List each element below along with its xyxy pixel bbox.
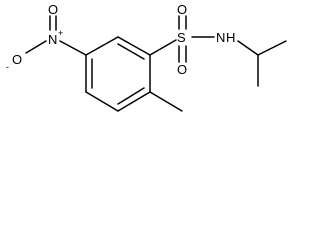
ring-bond (117, 91, 151, 112)
sulfonyl-o-bottom-label: O (177, 62, 187, 77)
ring-bond (117, 36, 151, 56)
ring-to-nitro-bond (59, 40, 87, 56)
isopropylamino-group: N H (191, 30, 287, 87)
nitro-n-o-single-bond (25, 40, 47, 54)
nitro-o-left-label: O (12, 52, 22, 67)
nitro-o-charge: - (6, 62, 9, 72)
ring-bond (85, 36, 119, 56)
ring-bond (85, 91, 119, 112)
benzene-ring (85, 36, 151, 112)
amide-h-label: H (226, 30, 235, 45)
sulfur-label: S (177, 30, 186, 45)
ring-to-sulfur-bond (149, 39, 177, 56)
amide-n-label: N (216, 30, 225, 45)
structure-canvas: N + O O - S O O N H (6, 2, 287, 112)
nitro-o-top-label: O (48, 2, 58, 17)
sulfonyl-o-top-label: O (177, 2, 187, 17)
sulfonyl-group: S O O (149, 2, 187, 77)
n-ch-bond (237, 40, 259, 56)
methyl-bond (149, 91, 183, 112)
ring-double-bond (117, 87, 145, 105)
structure-diagram: N + O O - S O O N H (6, 2, 287, 112)
ring-double-bond (117, 43, 145, 60)
nitro-n-charge: + (58, 28, 63, 38)
nitro-group: N + O O - (6, 2, 87, 72)
isopropyl-upper-methyl-bond (257, 40, 287, 56)
nitro-n-label: N (48, 32, 57, 47)
